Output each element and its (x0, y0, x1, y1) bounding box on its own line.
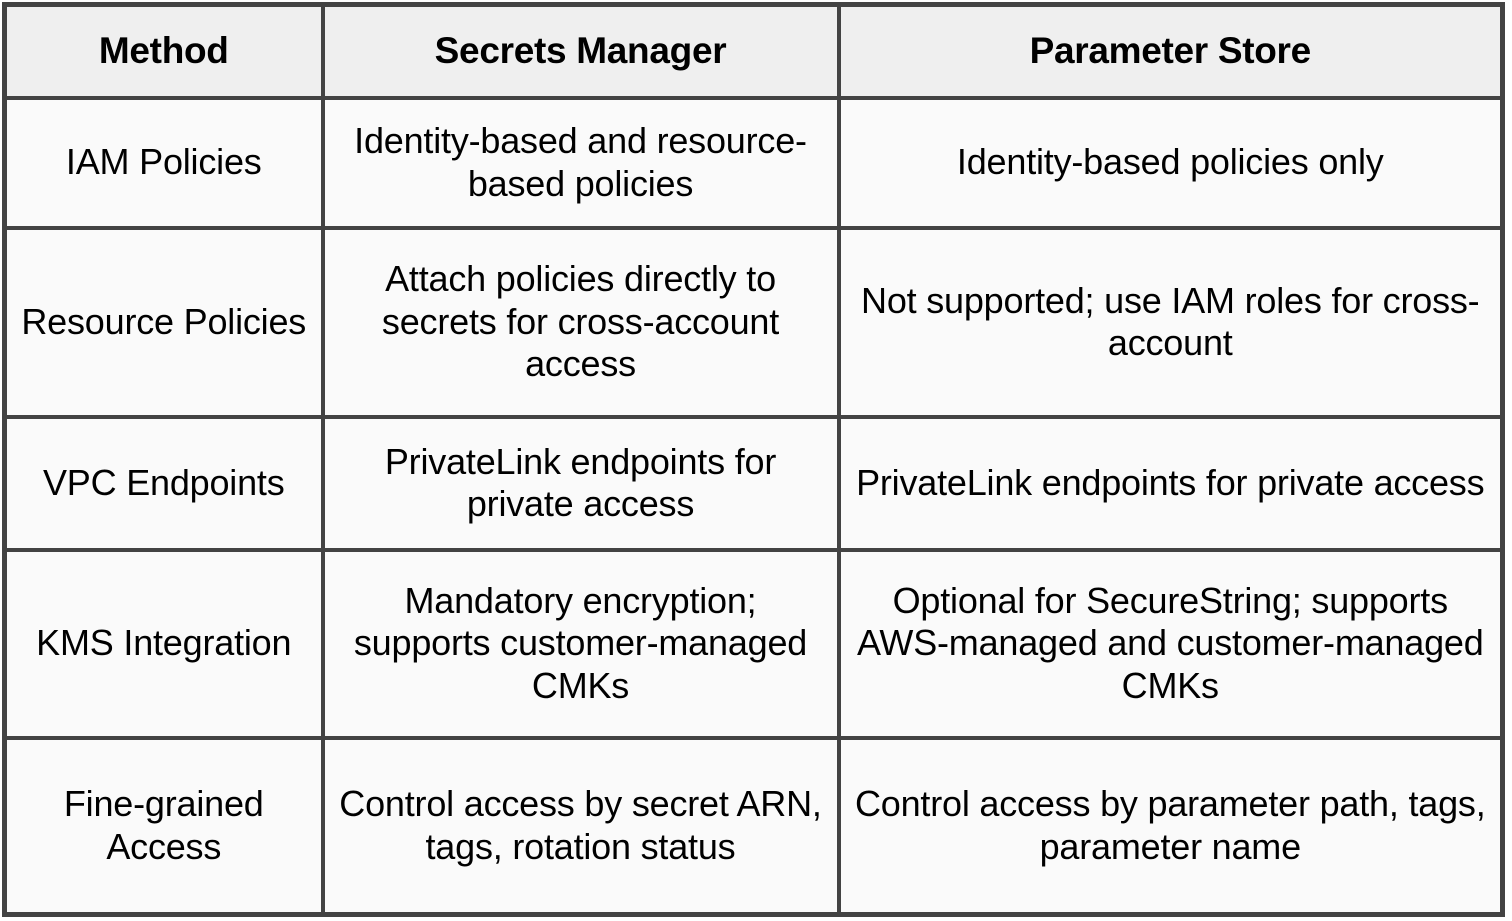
cell-parameter-resource-policies: Not supported; use IAM roles for cross-a… (836, 225, 1505, 419)
table-header: Method Secrets Manager Parameter Store (2, 2, 1505, 100)
header-row: Method Secrets Manager Parameter Store (2, 2, 1505, 100)
cell-parameter-vpc-endpoints: PrivateLink endpoints for private access (836, 414, 1505, 552)
cell-method-vpc-endpoints: VPC Endpoints (2, 414, 325, 552)
cell-secrets-fine-grained-access: Control access by secret ARN, tags, rota… (320, 735, 841, 917)
cell-method-iam-policies: IAM Policies (2, 95, 325, 230)
column-header-method: Method (2, 2, 325, 100)
cell-secrets-iam-policies: Identity-based and resource-based polici… (320, 95, 841, 230)
table-body: IAM Policies Identity-based and resource… (2, 95, 1505, 917)
cell-secrets-kms-integration: Mandatory encryption; supports customer-… (320, 547, 841, 740)
table-row: Fine-grained Access Control access by se… (2, 735, 1505, 917)
table-row: VPC Endpoints PrivateLink endpoints for … (2, 414, 1505, 552)
column-header-secrets-manager: Secrets Manager (320, 2, 841, 100)
cell-parameter-fine-grained-access: Control access by parameter path, tags, … (836, 735, 1505, 917)
cell-secrets-resource-policies: Attach policies directly to secrets for … (320, 225, 841, 419)
cell-method-kms-integration: KMS Integration (2, 547, 325, 740)
cell-parameter-kms-integration: Optional for SecureString; supports AWS-… (836, 547, 1505, 740)
cell-method-resource-policies: Resource Policies (2, 225, 325, 419)
table-row: Resource Policies Attach policies direct… (2, 225, 1505, 419)
cell-secrets-vpc-endpoints: PrivateLink endpoints for private access (320, 414, 841, 552)
cell-method-fine-grained-access: Fine-grained Access (2, 735, 325, 917)
table-row: IAM Policies Identity-based and resource… (2, 95, 1505, 230)
table-row: KMS Integration Mandatory encryption; su… (2, 547, 1505, 740)
cell-parameter-iam-policies: Identity-based policies only (836, 95, 1505, 230)
column-header-parameter-store: Parameter Store (836, 2, 1505, 100)
